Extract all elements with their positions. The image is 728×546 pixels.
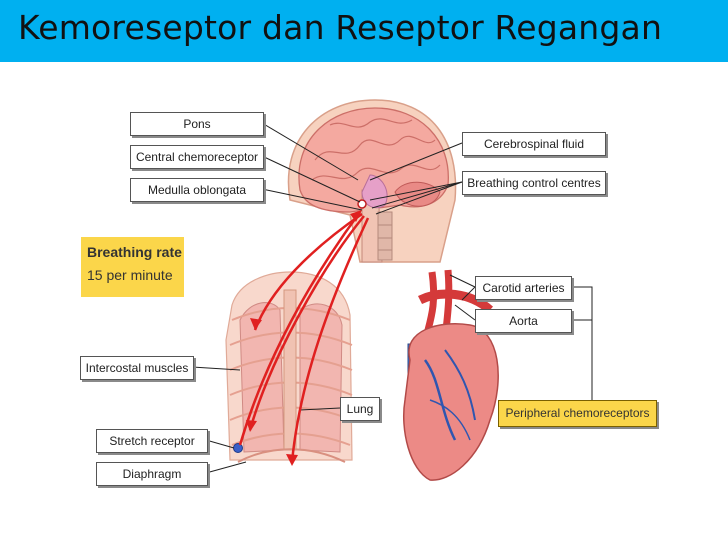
label-intercostal-muscles: Intercostal muscles [80, 356, 194, 380]
label-carotid-arteries: Carotid arteries [475, 276, 572, 300]
label-pons: Pons [130, 112, 264, 136]
brain-illustration-icon [287, 99, 457, 263]
nerve-pathways [238, 211, 370, 463]
label-stretch-receptor: Stretch receptor [96, 429, 208, 453]
heart-illustration-icon [403, 269, 499, 481]
label-cerebrospinal-fluid: Cerebrospinal fluid [462, 132, 606, 156]
label-breathing-control-centres: Breathing control centres [462, 171, 606, 195]
label-medulla-oblongata: Medulla oblongata [130, 178, 264, 202]
label-aorta: Aorta [475, 309, 572, 333]
label-central-chemoreceptor: Central chemoreceptor [130, 145, 264, 169]
breathing-rate-heading: Breathing rate [87, 244, 182, 260]
breathing-rate-value: 15 per minute [87, 267, 173, 283]
breathing-rate-box: Breathing rate 15 per minute [81, 237, 184, 297]
label-lung: Lung [340, 397, 380, 421]
label-diaphragm: Diaphragm [96, 462, 208, 486]
arrowheads [246, 210, 362, 466]
leader-lines [191, 122, 593, 474]
title-bar: Kemoreseptor dan Reseptor Regangan [0, 0, 728, 62]
slide-title: Kemoreseptor dan Reseptor Regangan [18, 8, 663, 47]
label-peripheral-chemoreceptors: Peripheral chemoreceptors [498, 400, 657, 427]
